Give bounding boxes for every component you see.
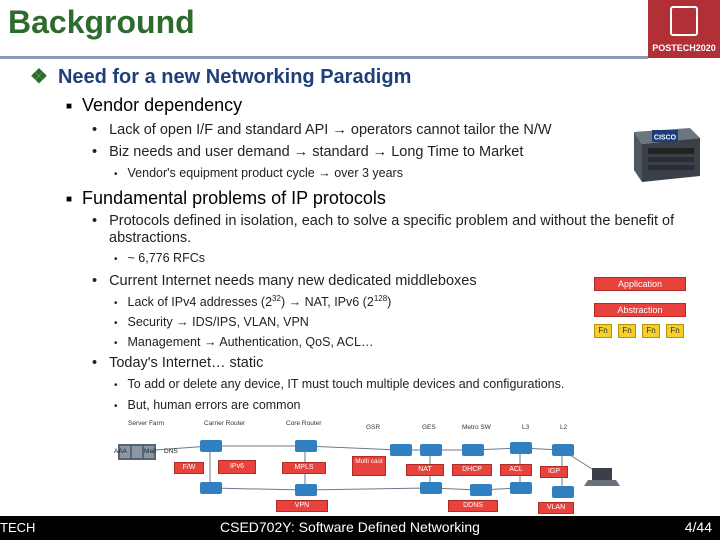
fundamental-heading: ■Fundamental problems of IP protocols	[66, 188, 386, 208]
abstraction-box: Abstraction	[594, 303, 686, 317]
server-farm-icon	[118, 444, 156, 460]
vendor-heading: ■Vendor dependency	[66, 95, 243, 115]
fundamental-p3: •Today's Internet… static	[92, 355, 264, 371]
router-icon	[295, 484, 317, 496]
igp-box: IGP	[540, 466, 568, 478]
vlan-box: VLAN	[538, 502, 574, 514]
diagram-label: L2	[560, 424, 568, 431]
postech-logo: POSTECH2020	[648, 0, 720, 58]
footer-left-text: TECH	[0, 520, 36, 535]
fn-box-4: Fn	[666, 324, 684, 338]
router-icon	[462, 444, 484, 456]
middlebox-item-2: •Security → IDS/IPS, VLAN, VPN	[114, 315, 309, 329]
vpn-box: VPN	[276, 500, 328, 512]
router-icon	[470, 484, 492, 496]
crest-icon	[670, 6, 698, 36]
diagram-label: GES	[422, 424, 436, 431]
router-icon	[420, 444, 442, 456]
section-heading: ❖Need for a new Networking Paradigm	[30, 66, 412, 88]
arrow-icon: →	[203, 335, 217, 349]
static-item-2: •But, human errors are common	[114, 398, 301, 412]
network-diagram: Server Farm Carrier Router Core Router G…	[100, 418, 630, 516]
router-icon	[200, 482, 222, 494]
static-item-1: •To add or delete any device, IT must to…	[114, 377, 565, 391]
diagram-label: Carrier Router	[204, 420, 246, 427]
diagram-label: Mail	[144, 448, 156, 455]
arrow-icon: →	[372, 144, 388, 160]
cisco-router-image: CISCO	[628, 124, 704, 186]
diagram-label: AAA	[114, 448, 128, 455]
nat-box: NAT	[406, 464, 444, 476]
diagram-label: DNS	[164, 448, 178, 455]
acl-box: ACL	[500, 464, 532, 476]
arrow-icon: →	[318, 166, 331, 180]
router-icon	[390, 444, 412, 456]
footer-course-title: CSED702Y: Software Defined Networking	[220, 519, 480, 535]
cisco-label: CISCO	[654, 135, 677, 142]
mpls-box: MPLS	[282, 462, 326, 474]
switch-icon	[510, 442, 532, 454]
router-icon	[200, 440, 222, 452]
square-bullet-icon: ■	[66, 193, 73, 205]
logo-text: POSTECH2020	[652, 43, 716, 53]
multicast-box: Multi cast	[352, 456, 386, 476]
diamond-bullet-icon: ❖	[30, 66, 48, 88]
fn-box-3: Fn	[642, 324, 660, 338]
application-box: Application	[594, 277, 686, 291]
diagram-label: Metro SW	[462, 424, 491, 431]
router-icon	[420, 482, 442, 494]
diagram-label: Core Router	[286, 420, 322, 427]
arrow-icon: →	[293, 144, 309, 160]
footer-bar: TECH CSED702Y: Software Defined Networki…	[0, 516, 720, 540]
fundamental-p1-sub: •~ 6,776 RFCs	[114, 251, 205, 265]
arrow-icon: →	[288, 295, 302, 310]
arrow-icon: →	[332, 122, 347, 138]
diagram-label: Server Farm	[128, 420, 165, 427]
switch-icon	[552, 486, 574, 498]
vendor-item-2: •Biz needs and user demand → standard → …	[92, 144, 524, 160]
laptop-icon	[584, 468, 620, 486]
square-bullet-icon: ■	[66, 100, 73, 112]
fn-box-2: Fn	[618, 324, 636, 338]
page-number: 4/44	[684, 519, 712, 535]
switch-icon	[510, 482, 532, 494]
fundamental-p2: •Current Internet needs many new dedicat…	[92, 273, 477, 289]
ipv6-box: IPv6	[218, 460, 256, 474]
header-rule	[0, 56, 648, 59]
router-icon	[295, 440, 317, 452]
fundamental-p1: •Protocols defined in isolation, each to…	[92, 213, 675, 246]
slide-title: Background	[8, 4, 195, 40]
fn-box-1: Fn	[594, 324, 612, 338]
diagram-label: L3	[522, 424, 530, 431]
ddns-box: DDNS	[448, 500, 498, 512]
middlebox-item-3: •Management → Authentication, QoS, ACL…	[114, 335, 374, 349]
switch-icon	[552, 444, 574, 456]
middlebox-item-1: •Lack of IPv4 addresses (232) → NAT, IPv…	[114, 294, 392, 310]
vendor-item-1: •Lack of open I/F and standard API → ope…	[92, 122, 552, 138]
arrow-icon: →	[176, 315, 189, 329]
dhcp-box: DHCP	[452, 464, 492, 476]
fw-box: F/W	[174, 462, 204, 474]
diagram-label: GSR	[366, 424, 381, 431]
vendor-sub-item: •Vendor's equipment product cycle → over…	[114, 166, 403, 180]
